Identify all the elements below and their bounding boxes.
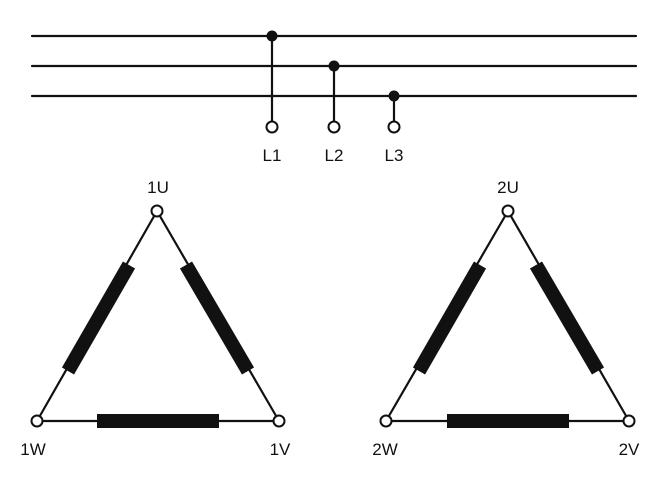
supply-tap-l3: L3 [385,90,404,165]
terminal-label-1w: 1W [20,440,46,459]
terminal-label-l3: L3 [385,146,404,165]
coil-u-v [179,261,255,375]
terminal-l2 [327,120,341,134]
terminal-1u [150,204,164,218]
terminal-label-1u: 1U [147,178,169,197]
terminal-label-2v: 2V [619,440,640,459]
terminal-label-2w: 2W [372,440,398,459]
supply-tap-l1: L1 [263,30,282,165]
supply-tap-l2: L2 [325,60,344,165]
coil-w-u [412,261,487,375]
terminal-label-1v: 1V [270,440,291,459]
junction-dot [266,30,278,42]
terminal-l1 [265,120,279,134]
terminal-1v [272,414,286,428]
terminal-label-l1: L1 [263,146,282,165]
terminal-l3 [387,120,401,134]
coil-w-u [61,261,136,375]
terminal-2w [379,414,393,428]
junction-dot [328,60,340,72]
junction-dot [388,90,400,102]
terminal-2v [622,414,636,428]
terminal-label-l2: L2 [325,146,344,165]
delta-winding-1: 1U 1W 1V [20,178,291,459]
terminal-1w [30,414,44,428]
terminal-label-2u: 2U [497,178,519,197]
delta-winding-2: 2U 2W 2V [372,178,640,459]
terminal-2u [501,204,515,218]
coil-u-v [529,261,605,375]
